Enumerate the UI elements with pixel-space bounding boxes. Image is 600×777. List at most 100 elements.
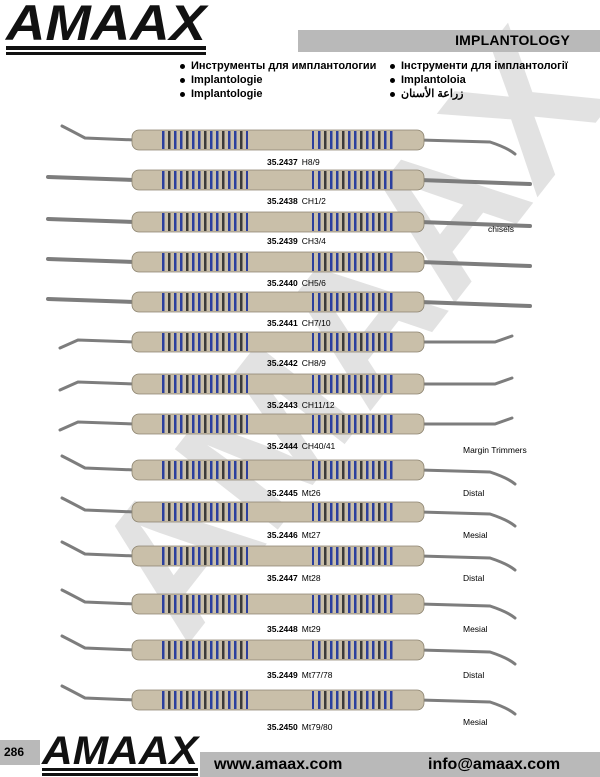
grip-ring xyxy=(384,547,387,565)
grip-ring xyxy=(162,333,165,351)
grip-ring xyxy=(372,333,375,351)
instrument-4 xyxy=(46,251,532,273)
grip-ring xyxy=(204,171,207,189)
grip-ring xyxy=(342,415,345,433)
grip-ring xyxy=(162,293,165,311)
grip-ring xyxy=(222,171,225,189)
grip-ring xyxy=(198,691,201,709)
instrument-tip-left xyxy=(60,454,137,472)
grip-ring xyxy=(222,503,225,521)
grip-ring xyxy=(162,375,165,393)
grip-ring xyxy=(372,131,375,149)
grip-ring xyxy=(216,415,219,433)
website-link[interactable]: www.amaax.com xyxy=(214,756,343,773)
instrument-8 xyxy=(58,413,514,435)
grip-ring xyxy=(372,171,375,189)
grip-ring xyxy=(318,415,321,433)
grip-ring xyxy=(180,691,183,709)
grip-ring xyxy=(366,213,369,231)
grip-ring xyxy=(324,503,327,521)
grip-ring xyxy=(360,595,363,613)
grip-ring xyxy=(246,461,248,479)
grip-ring xyxy=(216,547,219,565)
grip-ring xyxy=(318,253,321,271)
grip-ring xyxy=(390,171,393,189)
grip-ring xyxy=(324,641,327,659)
grip-ring xyxy=(216,691,219,709)
note-distal: Distal xyxy=(463,488,485,498)
instrument-10 xyxy=(60,496,517,528)
grip-ring xyxy=(366,415,369,433)
grip-ring xyxy=(222,131,225,149)
grip-ring xyxy=(390,691,393,709)
grip-ring xyxy=(354,333,357,351)
grip-ring xyxy=(168,641,171,659)
grip-ring xyxy=(246,547,248,565)
grip-ring xyxy=(384,253,387,271)
grip-ring xyxy=(330,415,333,433)
grip-ring xyxy=(240,547,243,565)
grip-ring xyxy=(372,213,375,231)
grip-ring xyxy=(336,415,339,433)
grip-ring xyxy=(168,595,171,613)
grip-ring xyxy=(240,461,243,479)
grip-ring xyxy=(360,253,363,271)
grip-ring xyxy=(390,213,393,231)
grip-ring xyxy=(246,503,248,521)
grip-ring xyxy=(180,171,183,189)
grip-ring xyxy=(384,595,387,613)
grip-ring xyxy=(168,213,171,231)
grip-ring xyxy=(192,547,195,565)
grip-ring xyxy=(372,375,375,393)
grip-ring xyxy=(204,253,207,271)
grip-ring xyxy=(228,333,231,351)
grip-ring xyxy=(234,691,237,709)
instrument-tip-right xyxy=(418,648,517,666)
grip-ring xyxy=(168,415,171,433)
instrument-tip-left xyxy=(58,338,137,350)
grip-ring xyxy=(360,641,363,659)
grip-ring xyxy=(246,333,248,351)
grip-ring xyxy=(318,691,321,709)
grip-ring xyxy=(186,253,189,271)
grip-ring xyxy=(168,547,171,565)
instrument-tip-left xyxy=(60,684,137,702)
grip-ring xyxy=(216,131,219,149)
grip-ring xyxy=(330,253,333,271)
grip-ring xyxy=(312,691,314,709)
grip-ring xyxy=(180,461,183,479)
grip-ring xyxy=(186,547,189,565)
grip-ring xyxy=(336,131,339,149)
note-distal: Distal xyxy=(463,670,485,680)
grip-ring xyxy=(330,131,333,149)
grip-ring xyxy=(240,503,243,521)
grip-ring xyxy=(210,691,213,709)
grip-ring xyxy=(360,131,363,149)
grip-ring xyxy=(186,293,189,311)
grip-ring xyxy=(390,415,393,433)
language-item: Инструменты для имплантологии xyxy=(180,59,376,73)
instrument-2 xyxy=(46,169,532,191)
grip-ring xyxy=(336,461,339,479)
grip-ring xyxy=(348,691,351,709)
grip-ring xyxy=(324,213,327,231)
grip-ring xyxy=(204,691,207,709)
grip-ring xyxy=(330,547,333,565)
bullet-icon xyxy=(180,63,185,69)
grip-ring xyxy=(174,253,177,271)
grip-ring xyxy=(162,691,165,709)
note-mesial: Mesial xyxy=(463,530,488,540)
grip-ring xyxy=(198,213,201,231)
grip-ring xyxy=(210,131,213,149)
grip-ring xyxy=(372,691,375,709)
grip-ring xyxy=(234,461,237,479)
grip-ring xyxy=(216,333,219,351)
grip-ring xyxy=(366,503,369,521)
grip-ring xyxy=(390,595,393,613)
instrument-6 xyxy=(58,331,514,353)
instrument-12 xyxy=(60,588,517,620)
email-link[interactable]: info@amaax.com xyxy=(428,756,561,773)
